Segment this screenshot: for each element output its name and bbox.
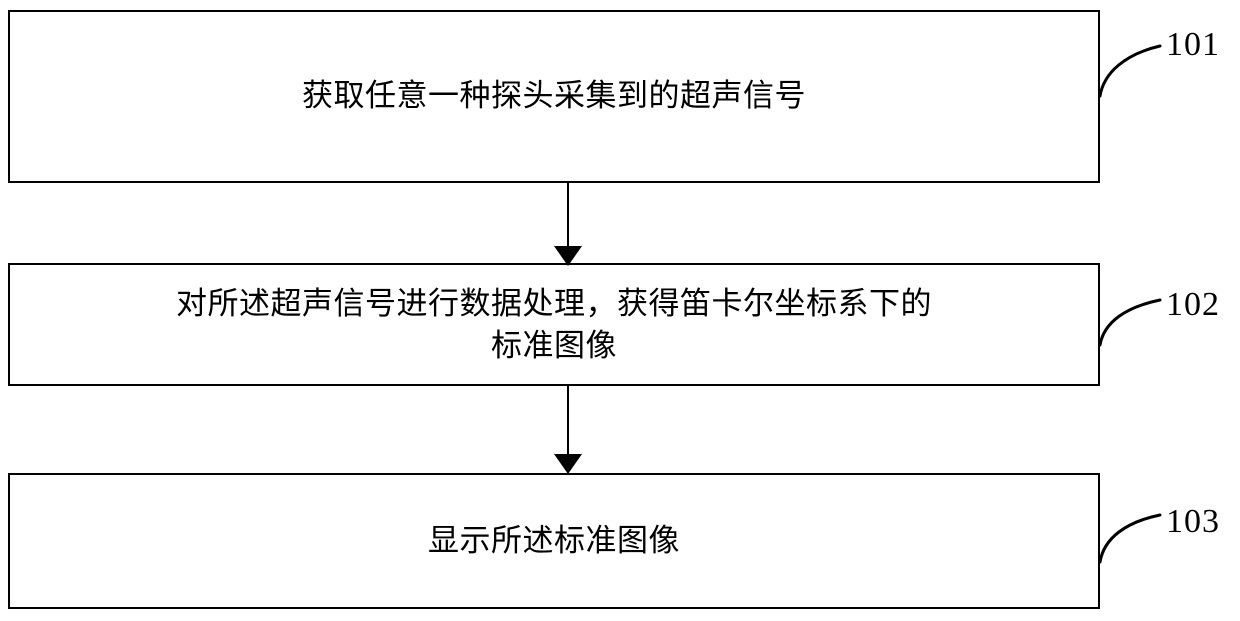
reference-numeral-102: 102	[1166, 286, 1220, 323]
reference-numeral-101: 101	[1166, 26, 1220, 63]
reference-numeral-103: 103	[1166, 503, 1220, 540]
leader-line-102	[1098, 298, 1162, 347]
flowchart-step-102: 对所述超声信号进行数据处理，获得笛卡尔坐标系下的 标准图像	[8, 263, 1100, 386]
flowchart-step-103-text: 显示所述标准图像	[428, 522, 680, 558]
flowchart-step-103: 显示所述标准图像	[8, 473, 1100, 609]
flowchart-step-101: 获取任意一种探头采集到的超声信号	[8, 10, 1100, 183]
arrow-101-to-102	[554, 183, 582, 266]
leader-line-101	[1098, 44, 1162, 98]
arrow-102-to-103	[554, 386, 582, 474]
flowchart-step-102-text: 对所述超声信号进行数据处理，获得笛卡尔坐标系下的 标准图像	[176, 285, 932, 363]
leader-line-103	[1098, 513, 1162, 564]
flowchart-step-101-text: 获取任意一种探头采集到的超声信号	[302, 78, 806, 114]
